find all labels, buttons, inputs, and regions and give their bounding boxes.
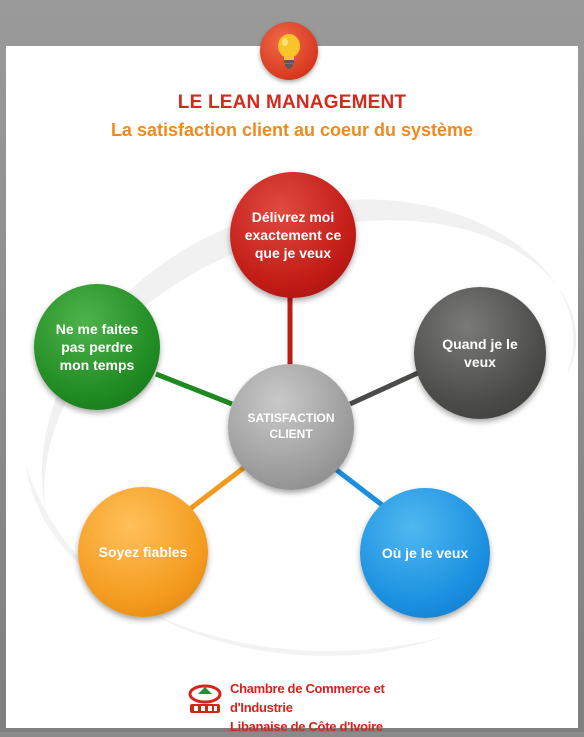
node-where-i-want: Où je le veux — [360, 488, 490, 618]
node-label-line: veux — [464, 354, 496, 370]
node-label-line: que je veux — [254, 245, 332, 262]
connector-orange — [184, 464, 248, 514]
lightbulb-icon — [260, 22, 318, 80]
page-title: LE LEAN MANAGEMENT — [177, 92, 407, 113]
footer-line-1: Chambre de Commerce et d'Industrie — [230, 681, 385, 715]
footer-line-2: Libanaise de Côte d'Ivoire — [230, 718, 383, 734]
node-label-line: exactement ce — [244, 226, 342, 243]
node-label-line: SATISFACTION — [247, 411, 335, 426]
connector-blue — [332, 466, 388, 510]
node-dont-waste-my-time: Ne me faites pas perdre mon temps — [34, 284, 160, 410]
connector-dark — [348, 369, 422, 407]
footer-organization: Chambre de Commerce et d'Industrie Liban… — [230, 680, 446, 737]
node-deliver-what-i-want: Délivrez moi exactement ce que je veux — [230, 172, 356, 298]
ccilci-logo-icon — [188, 684, 222, 713]
connector-green — [155, 371, 233, 407]
node-label-line: CLIENT — [269, 427, 313, 441]
node-customer-satisfaction: SATISFACTION CLIENT — [228, 364, 354, 490]
node-when-i-want: Quand je le veux — [414, 287, 546, 419]
node-label-line: Délivrez moi — [251, 208, 335, 225]
footer: Chambre de Commerce et d'Industrie Liban… — [186, 676, 446, 734]
node-label-line: Ne me faites — [55, 320, 139, 337]
node-label-line: Où je le veux — [381, 544, 469, 561]
page-subtitle: La satisfaction client au coeur du systè… — [110, 120, 474, 140]
background-swoosh — [26, 199, 577, 656]
node-label-line: pas perdre — [61, 338, 133, 355]
node-label-line: Soyez fiables — [98, 543, 188, 560]
node-be-reliable: Soyez fiables — [78, 487, 208, 617]
node-label-line: Quand je le — [442, 335, 518, 352]
node-label-line: mon temps — [59, 357, 135, 374]
